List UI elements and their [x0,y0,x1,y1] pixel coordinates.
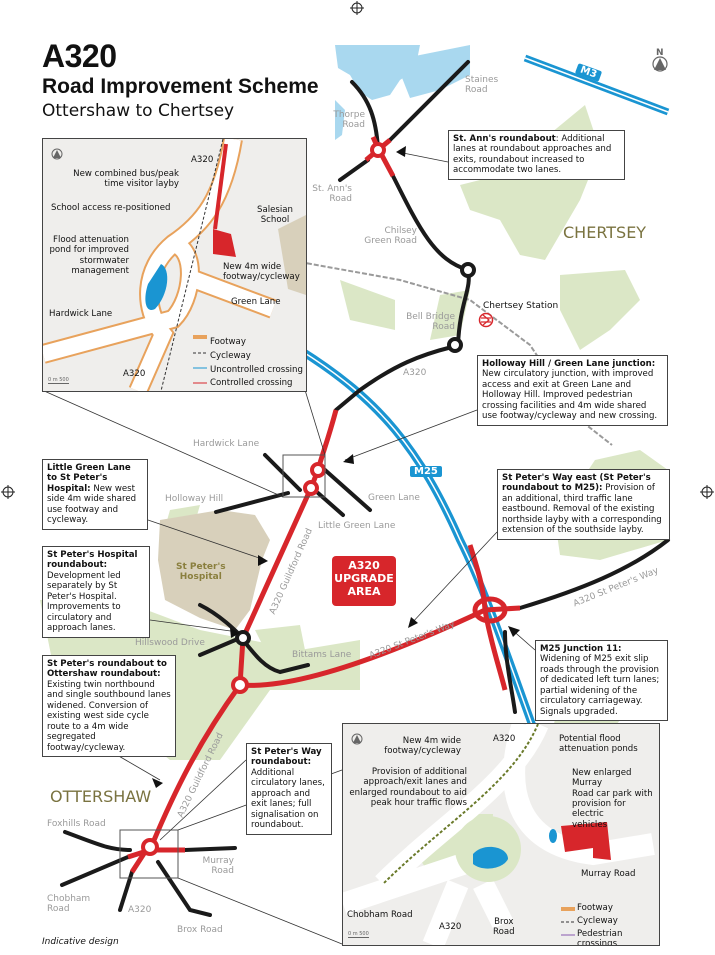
inset-n-note-layby: New combined bus/peak time visitor layby [73,169,179,190]
inset-s-label-chobham: Chobham Road [347,910,413,920]
hospital-area [158,510,270,630]
label-chilsey-green-road: Chilsey Green Road [364,226,417,247]
label-green-lane: Green Lane [368,493,420,503]
inset-n-label-a320-bottom: A320 [123,369,146,379]
label-chobham-road: Chobham Road [47,894,91,915]
inset-n-scale-bar: 0 m 500 [48,377,69,384]
callout-st-peters-way-east: St Peter's Way east (St Peter's roundabo… [497,469,670,540]
town-ottershaw: OTTERSHAW [50,787,152,806]
m3-motorway [523,54,670,116]
m25-label: M25 [410,466,442,477]
arrowheads [152,146,520,788]
st-anns-roundabout [370,142,386,158]
registration-mark-icon [1,1,714,499]
st-peters-roundabout [231,676,249,694]
inset-s-legend-cycleway: Cycleway [577,916,618,926]
indicative-design-note: Indicative design [42,937,119,947]
national-rail-icon [478,312,494,328]
roundabouts [141,142,508,856]
title-scheme: Road Improvement Scheme [42,75,319,98]
callout-m25-junction-11: M25 Junction 11: Widening of M25 exit sl… [535,640,668,722]
inset-s-note-footway: New 4m wide footway/cycleway [384,736,461,757]
callout-st-peters-hospital-roundabout: St Peter's Hospital roundabout: Developm… [42,546,150,638]
label-st-anns-road: St. Ann's Road [312,184,352,205]
label-holloway-hill: Holloway Hill [165,494,224,504]
inset-s-note-ponds: Potential flood attenuation ponds [559,734,638,755]
svg-text:N: N [656,48,664,58]
north-arrow-icon: N [652,48,668,72]
inset-n-legend-controlled: Controlled crossing [210,378,293,388]
ottershaw-zoom-frame [119,829,179,879]
label-bittams-lane: Bittams Lane [292,650,352,660]
inset-n-legend-cycleway: Cycleway [210,351,251,361]
label-a320-south: A320 [128,905,152,915]
label-bell-bridge-road: Bell Bridge Road [406,312,455,333]
inset-n-label-green-lane: Green Lane [231,297,281,307]
title-road: A320 [42,38,117,74]
label-chertsey-station: Chertsey Station [483,301,559,311]
inset-s-label-a320-top: A320 [493,734,516,744]
label-hardwick-lane: Hardwick Lane [193,439,260,449]
inset-n-note-footway: New 4m wide footway/cycleway [223,262,300,283]
inset-n-label-a320-top: A320 [191,155,214,165]
inset-ottershaw-map [343,724,655,945]
inset-n-note-flood-pond: Flood attenuation pond for improved stor… [49,235,129,276]
bell-bridge-roundabout [447,337,463,353]
existing-roads [60,60,670,917]
hospital-label: St Peter's Hospital [176,562,226,583]
callout-st-anns-roundabout: St. Ann's roundabout: Additional lanes a… [448,130,625,180]
chilsey-roundabout [460,262,476,278]
inset-holloway-hill: A320 A320 Hardwick Lane Green Lane Sales… [42,138,307,392]
inset-s-legend-crossings: Pedestrian crossings [577,929,623,946]
town-chertsey: CHERTSEY [563,223,647,242]
inset-s-note-lanes: Provision of additional approach/exit la… [349,767,467,808]
inset-ottershaw: A320 A320 Chobham Road Brox Road Murray … [342,723,660,946]
upgrade-area-badge: A320 UPGRADE AREA [332,556,396,606]
label-little-green-lane: Little Green Lane [318,521,396,531]
holloway-roundabout-n [310,462,326,478]
callout-holloway-hill-junction: Holloway Hill / Green Lane junction: New… [477,355,668,426]
inset-n-legend-footway: Footway [210,337,246,347]
m25-motorway [297,346,549,762]
inset-s-scale-bar: 0 m 500 [348,931,369,938]
holloway-zoom-frame [282,454,326,498]
m25-junction-11 [472,596,508,624]
st-peters-hospital-roundabout [235,630,251,646]
inset-n-legend-uncontrolled: Uncontrolled crossing [210,365,303,375]
label-foxhills-road: Foxhills Road [47,819,106,829]
inset-s-label-brox: Brox Road [493,917,515,938]
label-hillswood-drive: Hillswood Drive [135,638,205,648]
inset-n-label-school: Salesian School [257,205,293,226]
inset-n-label-hardwick: Hardwick Lane [49,309,113,319]
label-brox-road: Brox Road [177,925,223,935]
inset-s-label-a320-bottom: A320 [439,922,462,932]
label-a320-north: A320 [403,368,427,378]
label-murray-road: Murray Road [202,856,234,877]
label-thorpe-road: Thorpe Road [333,110,365,131]
inset-holloway-map [43,139,306,391]
holloway-roundabout-s [303,480,319,496]
inset-s-legend-footway: Footway [577,903,613,913]
inset-s-note-car-park: New enlarged Murray Road car park with p… [572,768,653,830]
callout-st-peters-way-roundabout: St Peter's Way roundabout: Additional ci… [246,743,332,835]
callout-little-green-lane: Little Green Lane to St Peter's Hospital… [42,459,148,530]
callout-st-peters-to-ottershaw: St Peter's roundabout to Ottershaw round… [42,655,176,758]
inset-s-label-murray: Murray Road [581,869,636,879]
st-peters-way-roundabout [141,838,159,856]
inset-n-note-school-access: School access re-positioned [51,203,171,213]
title-section: Ottershaw to Chertsey [42,101,235,121]
label-staines-road: Staines Road [465,75,499,96]
